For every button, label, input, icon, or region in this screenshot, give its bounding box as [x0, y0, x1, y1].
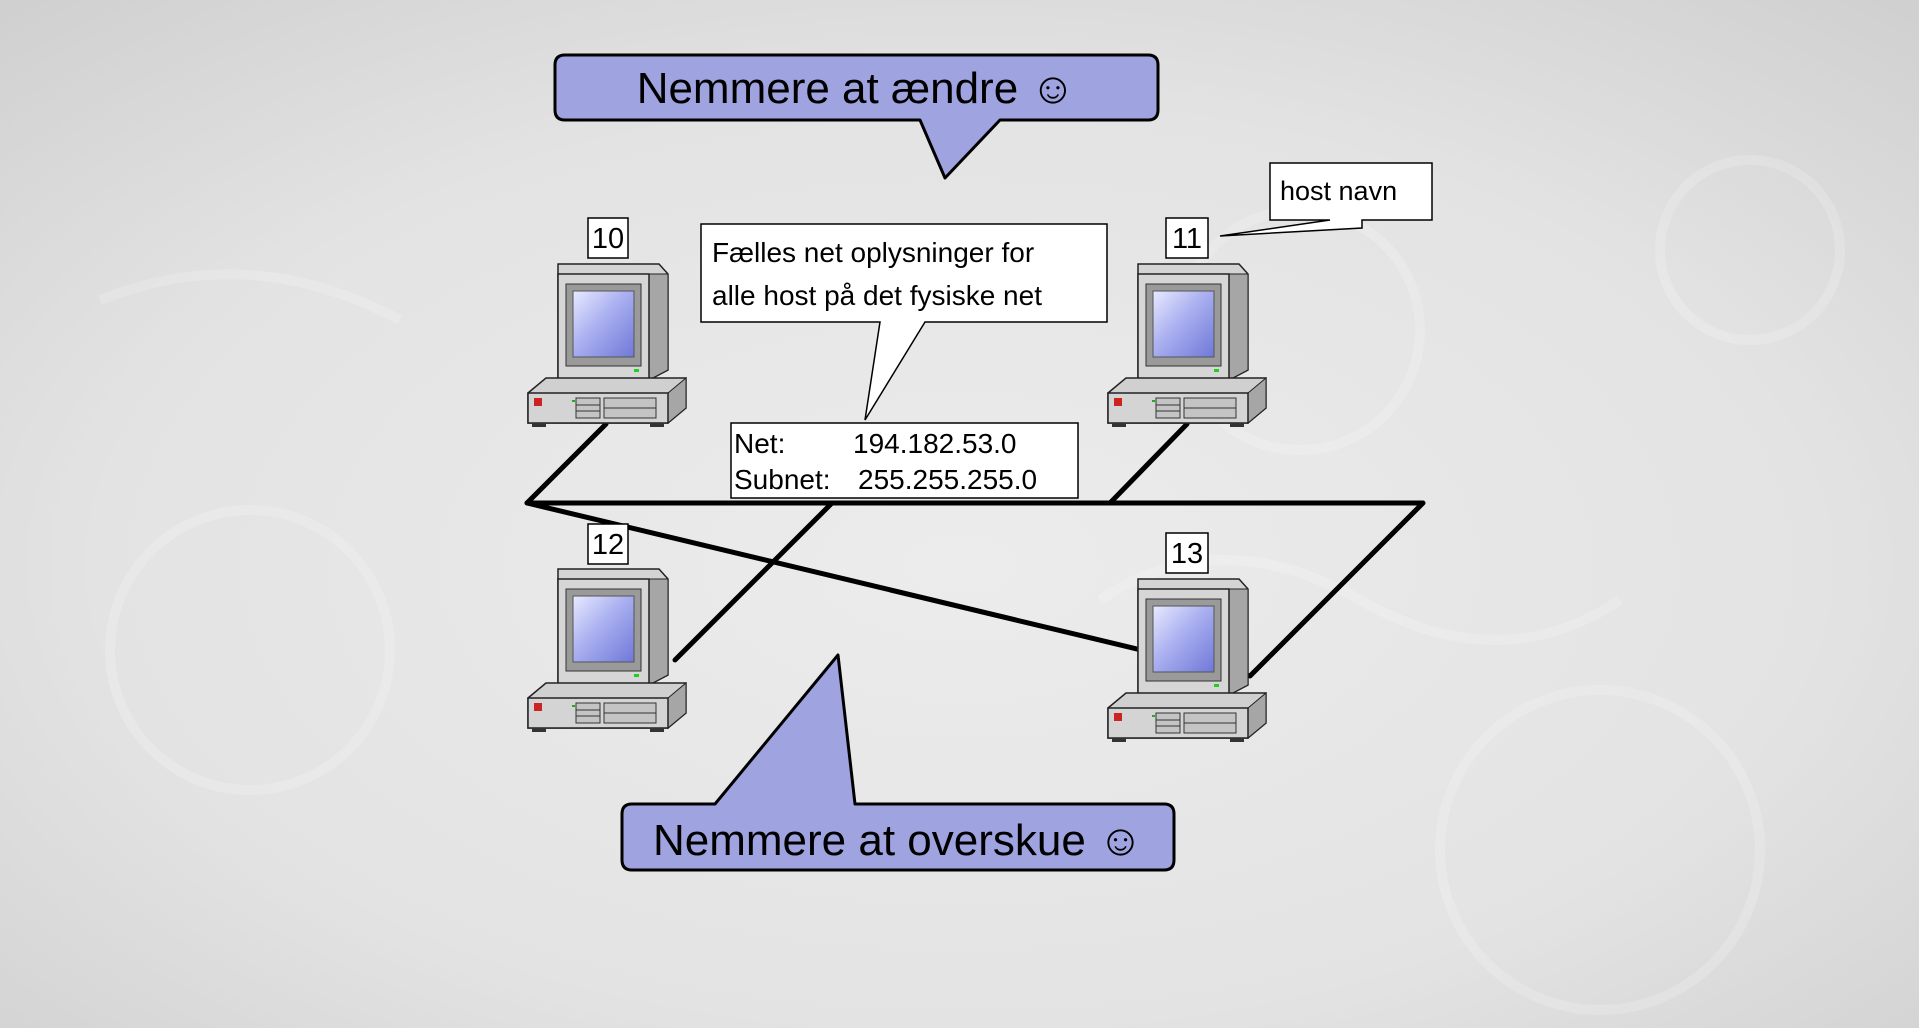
shared-info-callout: Fælles net oplysninger for alle host på … [700, 223, 1108, 421]
net-label: Net: [734, 428, 785, 459]
host-label-12: 12 [587, 523, 629, 565]
net-value: 194.182.53.0 [853, 428, 1017, 459]
svg-text:Nemmere at ændre ☺: Nemmere at ændre ☺ [637, 64, 1076, 113]
svg-text:alle host på det fysiske net: alle host på det fysiske net [712, 280, 1042, 311]
host-label-13: 13 [1165, 532, 1209, 574]
host-label-10: 10 [587, 217, 629, 259]
svg-text:13: 13 [1171, 538, 1203, 570]
subnet-value: 255.255.255.0 [858, 464, 1037, 495]
host-label-11: 11 [1165, 217, 1209, 259]
svg-text:host navn: host navn [1280, 176, 1397, 206]
svg-text:10: 10 [592, 223, 624, 255]
overview-callout: Nemmere at overskue ☺ [620, 653, 1176, 872]
host-name-callout: host navn [1219, 162, 1433, 237]
change-callout: Nemmere at ændre ☺ [553, 53, 1160, 180]
network-cable [524, 421, 1426, 679]
svg-text:12: 12 [592, 529, 624, 561]
svg-text:11: 11 [1172, 223, 1202, 255]
svg-text:Nemmere at overskue ☺: Nemmere at overskue ☺ [653, 816, 1143, 865]
subnet-label: Subnet: [734, 464, 831, 495]
net-info-box: Net: 194.182.53.0 Subnet: 255.255.255.0 [730, 422, 1079, 499]
svg-text:Fælles net oplysninger for: Fælles net oplysninger for [712, 237, 1034, 268]
